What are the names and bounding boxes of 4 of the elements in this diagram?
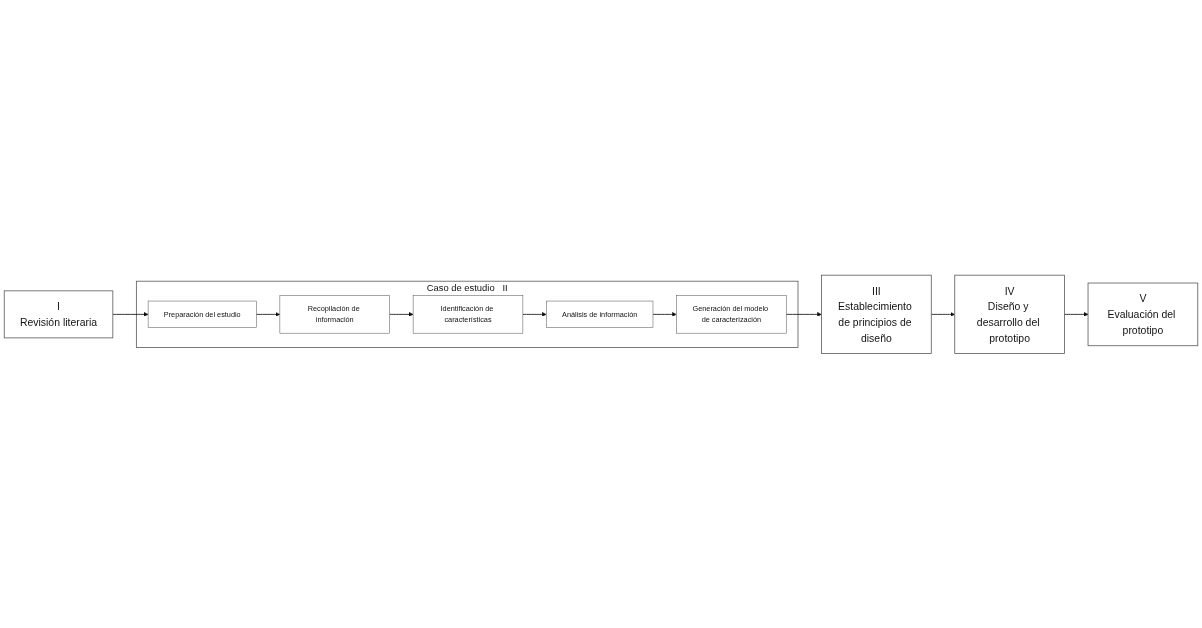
node-box: I Revisión literaria [3,290,114,338]
node-box: III Establecimiento de principios de diseño [821,274,932,354]
node-box: V Evaluación del prototipo [1087,282,1199,346]
node-box: IV Diseño y desarrollo del prototipo [954,274,1065,354]
